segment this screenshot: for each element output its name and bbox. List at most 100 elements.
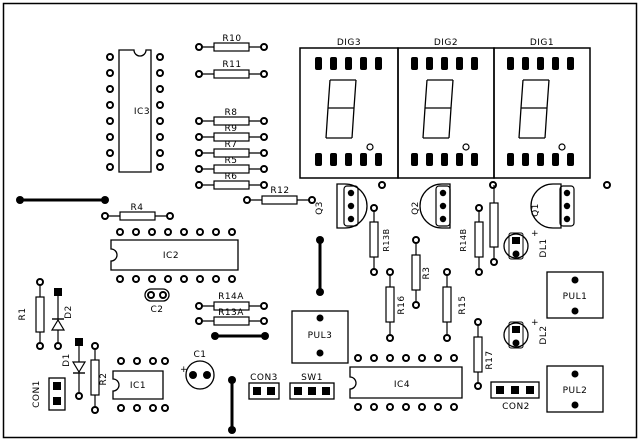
label-r15: R15	[458, 295, 468, 314]
label-r2: R2	[99, 373, 109, 386]
capacitor-c2: C2	[144, 288, 170, 315]
resistor-r11: R11	[195, 60, 268, 79]
resistor-r15: R15	[442, 268, 468, 342]
label-dig2: DIG2	[434, 38, 458, 48]
resistor-r6: R6	[195, 172, 268, 190]
seven-seg-dig3	[325, 79, 357, 139]
label-ic2: IC2	[163, 251, 179, 261]
label-r9: R9	[225, 124, 238, 134]
label-d2: D2	[64, 305, 74, 319]
label-r16: R16	[397, 295, 407, 314]
label-r1: R1	[18, 308, 28, 321]
label-ic1: IC1	[130, 381, 146, 391]
label-pul3: PUL3	[308, 331, 333, 341]
resistor-r3: R3	[411, 236, 432, 309]
led-dl1: + DL1	[503, 229, 549, 260]
resistor-r12: R12	[243, 186, 316, 205]
diode-d1: D1	[62, 338, 87, 400]
label-r13b: R13B	[382, 228, 391, 251]
resistor-r13b: R13B	[369, 204, 391, 276]
label-dl2: DL2	[539, 325, 549, 344]
led-dl2: + DL2	[503, 318, 549, 349]
resistor-r10: R10	[195, 34, 268, 52]
resistor-r8: R8	[195, 108, 268, 126]
resistor-tall	[489, 185, 499, 266]
button-pul1: PUL1	[546, 271, 604, 319]
connector-con2: CON2	[490, 381, 540, 412]
label-r7: R7	[225, 140, 238, 150]
dig2-pins-bottom	[411, 153, 478, 166]
label-d1: D1	[62, 353, 72, 367]
ic3-pads	[106, 53, 164, 171]
label-r14b: R14B	[459, 228, 468, 251]
resistor-r9: R9	[195, 124, 268, 142]
plus-dl1: +	[531, 229, 539, 239]
ic4-pads	[354, 354, 458, 411]
resistor-r1: R1	[18, 278, 45, 350]
label-r11: R11	[222, 60, 241, 70]
display-dig1: DIG1	[493, 38, 591, 179]
resistor-r14b: R14B	[459, 204, 484, 276]
label-r5: R5	[225, 156, 238, 166]
label-dig3: DIG3	[337, 38, 361, 48]
connector-con1: CON1	[32, 377, 66, 411]
trace-pul3	[316, 236, 324, 296]
transistor-q1: Q1	[530, 183, 575, 229]
label-ic3: IC3	[134, 107, 150, 117]
button-pul2: PUL2	[546, 365, 604, 413]
ic1-pads	[117, 357, 169, 412]
transistor-q3: Q3	[315, 183, 368, 229]
label-q2: Q2	[411, 201, 421, 215]
label-con1: CON1	[32, 380, 42, 408]
label-ic4: IC4	[394, 380, 410, 390]
label-con3: CON3	[250, 373, 278, 383]
label-c1: C1	[193, 350, 206, 360]
label-con2: CON2	[502, 402, 530, 412]
resistor-r13a: R13A	[195, 308, 268, 326]
plus-c1: +	[180, 365, 188, 375]
label-c2: C2	[150, 305, 163, 315]
display-dig3: DIG3	[299, 38, 399, 179]
trace-r13a	[211, 332, 269, 340]
ic3: IC3	[106, 49, 164, 173]
dig3-pins-bottom	[315, 153, 382, 166]
seven-seg-dig1	[518, 79, 550, 139]
label-r13a: R13A	[218, 308, 244, 318]
dig2-pins-top	[411, 57, 478, 70]
resistor-r4: R4	[101, 203, 174, 221]
transistor-q2: Q2	[411, 183, 451, 229]
label-r10: R10	[222, 34, 241, 44]
label-r6: R6	[225, 172, 238, 182]
dig1-pins-top	[507, 57, 574, 70]
display-dig2: DIG2	[397, 38, 495, 179]
label-sw1: SW1	[301, 373, 323, 383]
label-q3: Q3	[315, 201, 325, 215]
diode-d2: D2	[50, 288, 74, 350]
dig1-pins-bottom	[507, 153, 574, 166]
label-r8: R8	[225, 108, 238, 118]
ic4: IC4	[349, 354, 463, 411]
connector-con3: CON3	[248, 373, 280, 400]
resistor-r5: R5	[195, 156, 268, 174]
resistor-r16: R16	[385, 268, 407, 342]
resistor-r17: R17	[473, 318, 495, 390]
resistor-r14a: R14A	[195, 292, 268, 311]
dig3-pins-top	[315, 57, 382, 70]
label-q1: Q1	[531, 203, 541, 217]
switch-sw1: SW1	[289, 373, 335, 400]
label-pul2: PUL2	[563, 386, 588, 396]
button-pul3: PUL3	[291, 310, 349, 364]
plus-dl2: +	[531, 318, 539, 328]
label-dl1: DL1	[539, 238, 549, 257]
trace-top-left	[16, 196, 109, 204]
label-r12: R12	[270, 186, 289, 196]
label-pul1: PUL1	[563, 292, 588, 302]
label-dig1: DIG1	[530, 38, 554, 48]
capacitor-c1: + C1	[180, 350, 215, 390]
label-r14a: R14A	[218, 292, 244, 302]
label-r4: R4	[131, 203, 144, 213]
ic2: IC2	[110, 228, 239, 283]
ic1: IC1	[112, 357, 169, 412]
